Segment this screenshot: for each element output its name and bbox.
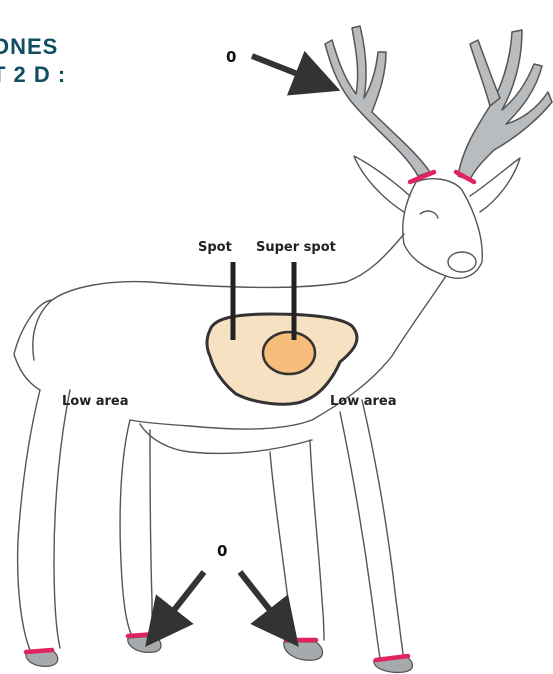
- left-hoof-arrow: [160, 572, 204, 628]
- hooves: [26, 636, 413, 672]
- low-area-left-label: Low area: [62, 394, 129, 409]
- low-area-right-label: Low area: [330, 394, 397, 409]
- hoof-zero-label: 0: [217, 542, 227, 560]
- super-spot-label: Super spot: [256, 240, 336, 255]
- right-hoof-arrow: [240, 572, 284, 628]
- antler-zero-label: 0: [226, 48, 236, 66]
- super-spot-zone: [263, 332, 315, 374]
- antlers: [325, 26, 552, 180]
- antler-arrow: [252, 56, 318, 82]
- spot-label: Spot: [198, 240, 232, 255]
